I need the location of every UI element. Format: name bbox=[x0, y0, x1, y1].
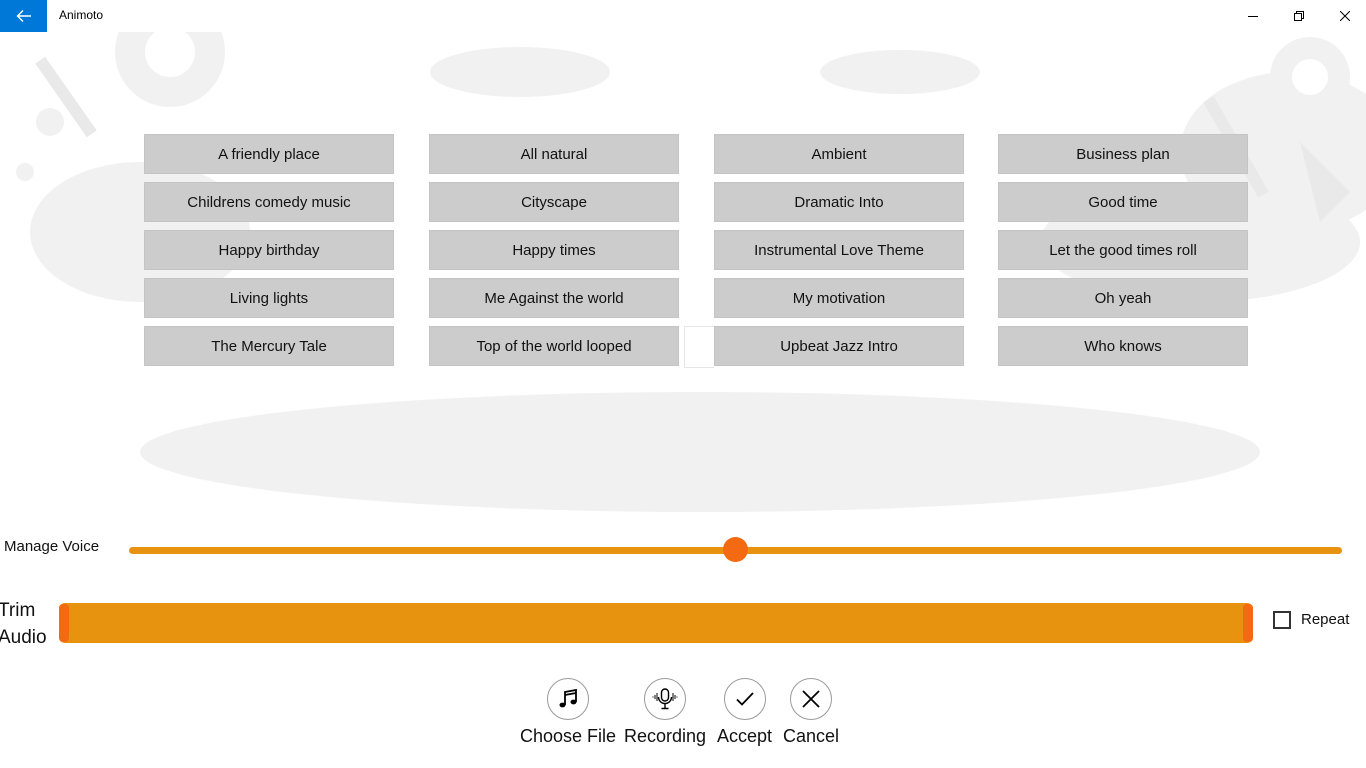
track-button[interactable]: Oh yeah bbox=[998, 278, 1248, 318]
empty-cell bbox=[684, 326, 714, 368]
track-button[interactable]: Upbeat Jazz Intro bbox=[714, 326, 964, 366]
track-button[interactable]: Cityscape bbox=[429, 182, 679, 222]
track-button[interactable]: All natural bbox=[429, 134, 679, 174]
track-button[interactable]: Childrens comedy music bbox=[144, 182, 394, 222]
restore-button[interactable] bbox=[1276, 0, 1322, 32]
close-button[interactable] bbox=[1322, 0, 1366, 32]
restore-icon bbox=[1294, 11, 1304, 21]
trim-end-handle[interactable] bbox=[1243, 604, 1253, 642]
track-button[interactable]: Me Against the world bbox=[429, 278, 679, 318]
app-title: Animoto bbox=[59, 8, 104, 22]
checkmark-icon bbox=[735, 692, 754, 706]
microphone-icon bbox=[652, 688, 678, 710]
choose-file-button[interactable]: Choose File bbox=[520, 678, 616, 747]
cancel-button[interactable]: Cancel bbox=[783, 678, 839, 747]
track-button[interactable]: Ambient bbox=[714, 134, 964, 174]
choose-file-label: Choose File bbox=[520, 726, 617, 746]
recording-button[interactable]: Recording bbox=[624, 678, 706, 747]
accept-label: Accept bbox=[717, 726, 773, 746]
close-icon bbox=[1340, 11, 1350, 21]
track-button[interactable]: The Mercury Tale bbox=[144, 326, 394, 366]
music-note-icon bbox=[559, 688, 577, 708]
track-button[interactable]: Dramatic Into bbox=[714, 182, 964, 222]
cancel-label: Cancel bbox=[783, 726, 840, 746]
voice-slider-thumb[interactable] bbox=[723, 537, 748, 562]
minimize-button[interactable] bbox=[1230, 0, 1276, 32]
track-button[interactable]: Business plan bbox=[998, 134, 1248, 174]
accept-button[interactable]: Accept bbox=[717, 678, 772, 747]
track-button[interactable]: Living lights bbox=[144, 278, 394, 318]
track-button[interactable]: Happy birthday bbox=[144, 230, 394, 270]
track-button[interactable]: A friendly place bbox=[144, 134, 394, 174]
track-button[interactable]: Top of the world looped bbox=[429, 326, 679, 366]
title-bar: Animoto bbox=[0, 0, 1366, 32]
repeat-label: Repeat bbox=[1301, 611, 1350, 628]
manage-voice-label: Manage Voice bbox=[4, 538, 100, 555]
x-icon bbox=[802, 690, 820, 708]
track-button[interactable]: My motivation bbox=[714, 278, 964, 318]
repeat-checkbox[interactable] bbox=[1273, 611, 1291, 629]
trim-label-line1: Trim bbox=[0, 600, 36, 621]
trim-range-bar[interactable] bbox=[59, 603, 1253, 643]
track-button[interactable]: Who knows bbox=[998, 326, 1248, 366]
track-button[interactable]: Let the good times roll bbox=[998, 230, 1248, 270]
minimize-icon bbox=[1248, 16, 1258, 17]
track-button[interactable]: Instrumental Love Theme bbox=[714, 230, 964, 270]
back-arrow-icon bbox=[16, 10, 31, 22]
trim-start-handle[interactable] bbox=[59, 604, 69, 642]
back-button[interactable] bbox=[0, 0, 47, 32]
track-button[interactable]: Happy times bbox=[429, 230, 679, 270]
trim-label-line2: Audio bbox=[0, 627, 47, 648]
track-button[interactable]: Good time bbox=[998, 182, 1248, 222]
trim-audio-label: Trim Audio bbox=[0, 597, 47, 651]
recording-label: Recording bbox=[624, 726, 707, 746]
